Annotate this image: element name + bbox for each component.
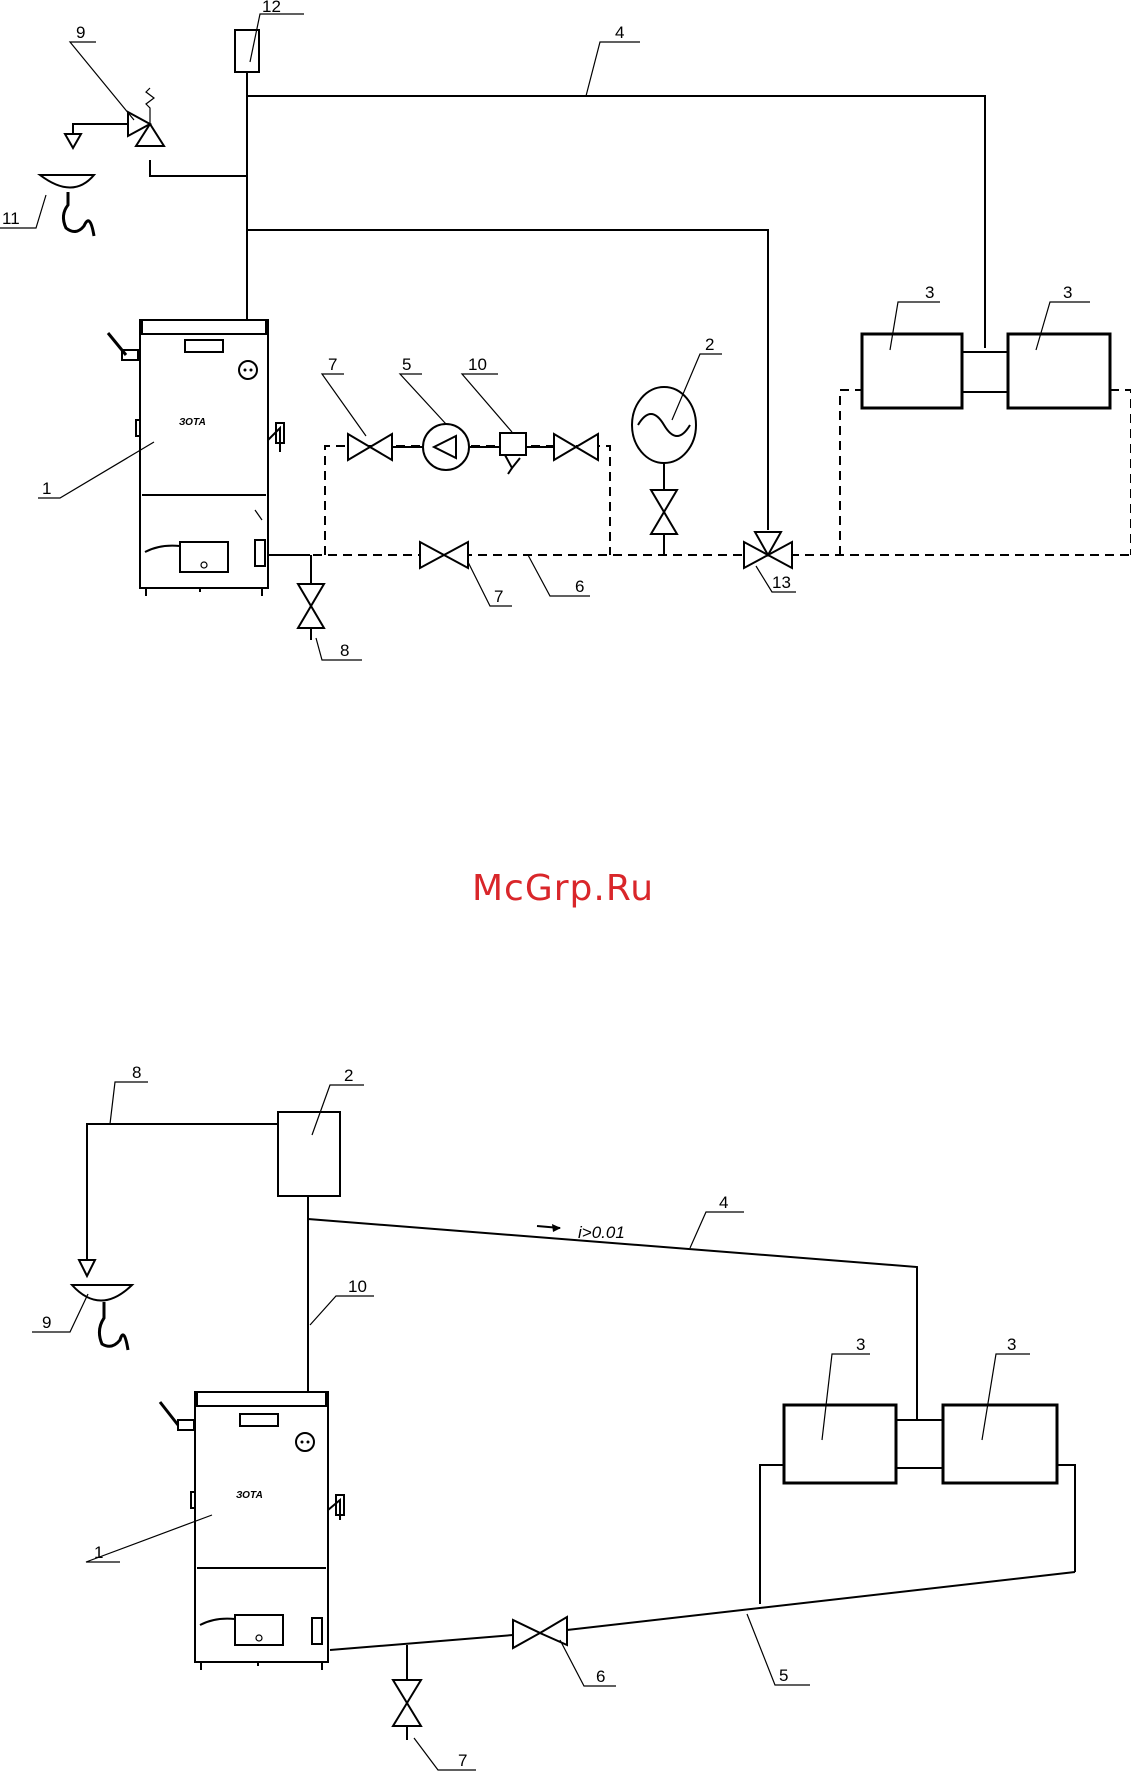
label-return-line: 6: [575, 577, 584, 596]
boiler-icon: ЗОТА: [160, 1392, 344, 1670]
boiler-brand-text: ЗОТА: [236, 1490, 263, 1501]
filter-icon: [500, 433, 526, 474]
drain-funnel-icon: [40, 175, 94, 236]
bottom-diagram: ЗОТА i>0.01: [32, 1063, 1075, 1770]
label-radiator-right: 3: [1063, 283, 1072, 302]
label-safety-valve: 9: [76, 23, 85, 42]
label-valve-bypass: 7: [494, 587, 503, 606]
pump-icon: [423, 424, 469, 470]
label-overflow-line: 8: [132, 1063, 141, 1082]
label-return-line: 5: [779, 1666, 788, 1685]
radiator-left-icon: [862, 334, 962, 408]
label-radiator-left: 3: [856, 1335, 865, 1354]
label-supply-line: 4: [615, 23, 624, 42]
label-valve: 6: [596, 1667, 605, 1686]
valve-upper-left-icon: [348, 434, 392, 460]
label-drain-valve: 7: [458, 1751, 467, 1770]
expansion-tank-icon: [632, 387, 696, 555]
three-way-valve-icon: [744, 532, 792, 568]
drain-valve-icon: [393, 1680, 421, 1740]
radiator-right-icon: [943, 1405, 1057, 1483]
boiler-icon: ЗОТА: [108, 320, 284, 596]
label-drain-funnel: 9: [42, 1313, 51, 1332]
label-radiator-right: 3: [1007, 1335, 1016, 1354]
valve-bypass-icon: [420, 542, 468, 568]
label-pump: 5: [402, 355, 411, 374]
label-drain-valve: 8: [340, 641, 349, 660]
label-boiler: 1: [94, 1543, 103, 1562]
boiler-brand-text: ЗОТА: [179, 417, 206, 428]
label-expansion-tank: 2: [344, 1066, 353, 1085]
label-radiator-left: 3: [925, 283, 934, 302]
label-three-way-valve: 13: [772, 573, 791, 592]
expansion-tank-icon: [278, 1112, 340, 1196]
top-leaders: [0, 14, 1090, 660]
label-riser: 10: [348, 1277, 367, 1296]
slope-note: i>0.01: [578, 1223, 625, 1242]
bottom-leaders: [32, 1082, 1030, 1770]
radiator-left-icon: [784, 1405, 896, 1483]
drain-funnel-icon: [72, 1285, 132, 1350]
label-supply-line: 4: [719, 1193, 728, 1212]
valve-upper-right-icon: [554, 434, 598, 460]
valve-icon: [513, 1617, 567, 1648]
label-expansion-tank: 2: [705, 335, 714, 354]
label-drain-funnel: 11: [2, 209, 20, 228]
label-air-vent: 12: [262, 0, 281, 16]
label-filter: 10: [468, 355, 487, 374]
label-valve-upper-left: 7: [328, 355, 337, 374]
drain-valve-icon: [298, 555, 324, 640]
radiator-right-icon: [1008, 334, 1110, 408]
watermark: McGrp.Ru: [472, 868, 654, 909]
top-diagram: ЗОТА: [0, 0, 1131, 660]
label-boiler: 1: [42, 479, 51, 498]
